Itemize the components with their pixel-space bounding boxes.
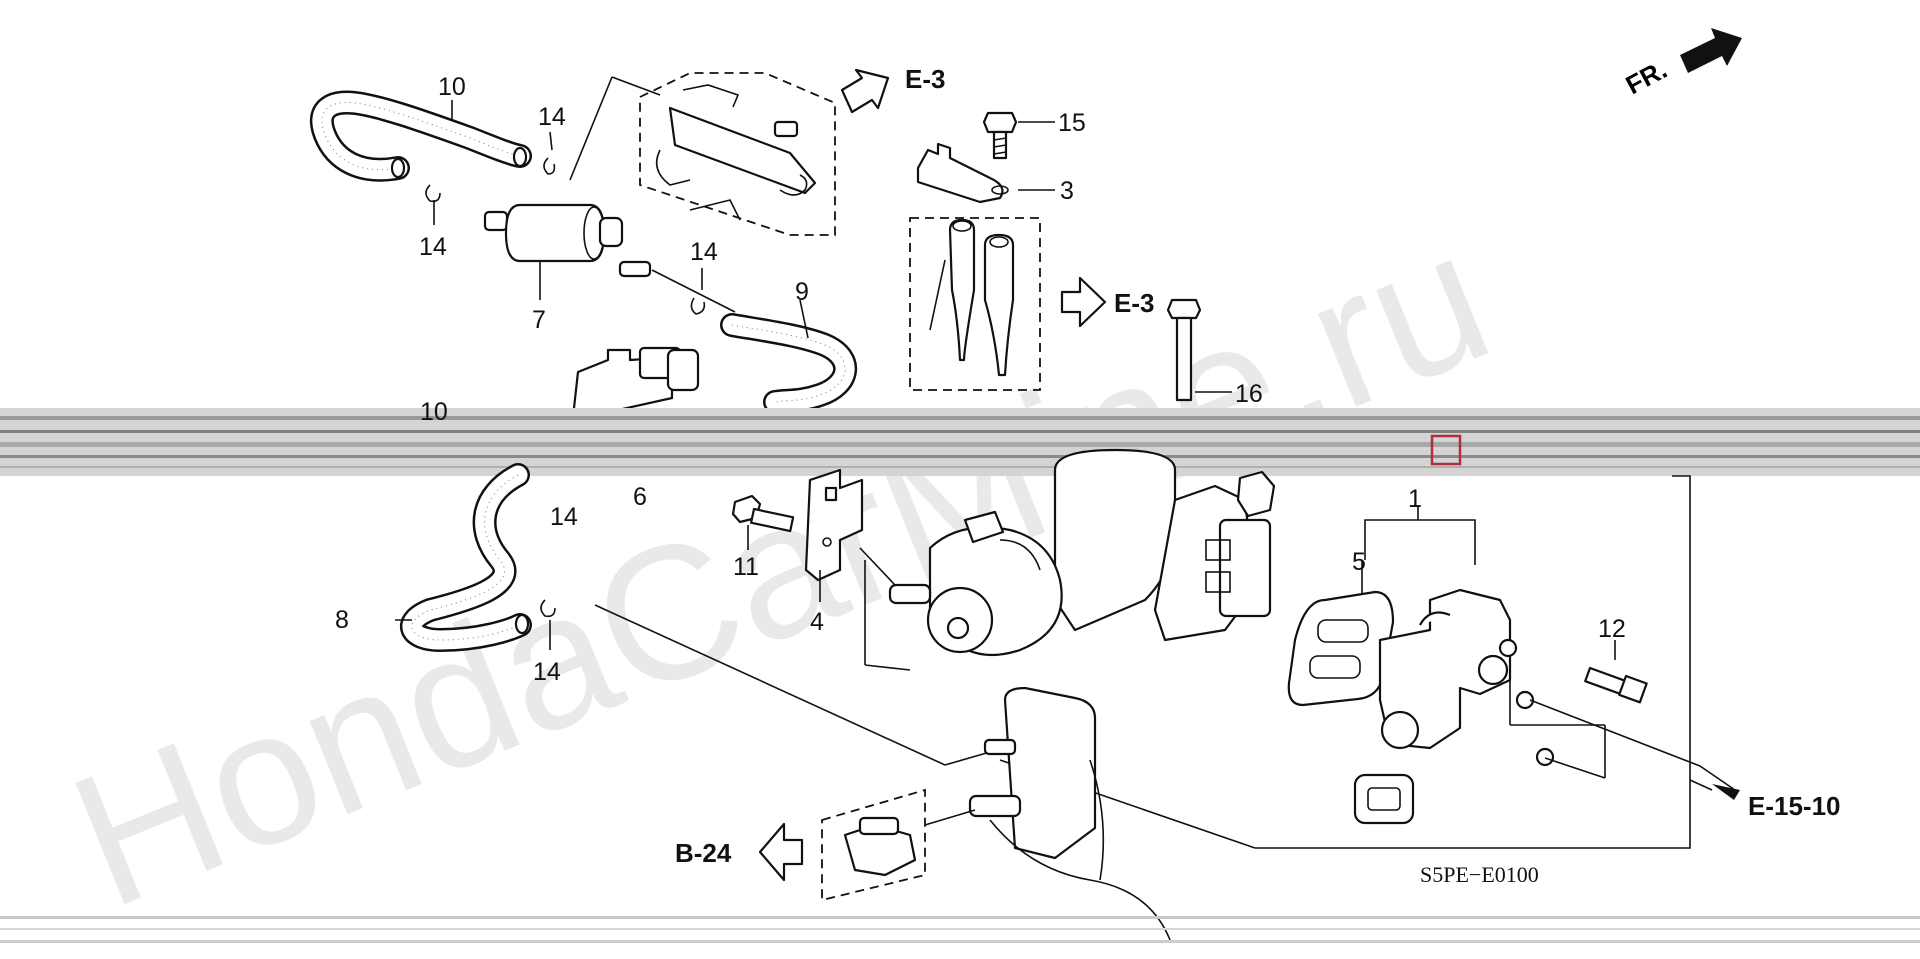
bottom-noise: [0, 916, 1920, 943]
connector-part: [572, 346, 700, 420]
callout-bracket-1: [1275, 475, 1713, 849]
arrow-to-e3-top: E-3: [840, 64, 945, 114]
label-14b: 14: [419, 233, 447, 261]
bracket-3: [916, 142, 1055, 204]
scan-noise-band: [0, 408, 1920, 476]
label-11b: 11: [733, 553, 759, 581]
arrow-to-e3-mid: E-3: [1060, 276, 1154, 328]
label-5: 5: [1352, 548, 1366, 576]
label-8: 8: [335, 606, 349, 634]
label-14c: 14: [690, 238, 718, 266]
hose-8: [395, 463, 532, 653]
gasket-5: [1287, 560, 1395, 707]
throttle-body: [859, 448, 1276, 671]
label-11a: 10: [420, 398, 448, 426]
purge-filter-7: [483, 203, 652, 300]
label-1: 1: [1408, 485, 1422, 513]
label-6: 6: [633, 483, 647, 511]
diagram-code: S5PE−E0100: [1420, 862, 1539, 887]
label-10: 10: [438, 73, 466, 101]
hose-clamp-14a: [543, 131, 556, 175]
bolt-12: [1584, 640, 1648, 704]
label-16: 16: [1235, 380, 1263, 408]
label-12: 12: [1598, 615, 1626, 643]
ref-b24: B-24: [675, 838, 732, 868]
fuel-rail-detail-box: [569, 72, 836, 236]
front-arrow-icon: [1680, 28, 1742, 73]
hose-9: [720, 299, 857, 414]
bracket-4: [804, 468, 864, 602]
bolt-16: [1166, 298, 1232, 402]
bolt-15: [982, 111, 1055, 160]
label-7: 7: [532, 306, 546, 334]
hose-clamp-14e: [540, 599, 556, 650]
b24-detail-box: [821, 788, 976, 902]
label-4: 4: [810, 608, 824, 636]
label-14e: 14: [533, 658, 561, 686]
label-3: 3: [1060, 177, 1074, 205]
label-14d: 14: [550, 503, 578, 531]
bolt-11-lower: [731, 494, 795, 550]
hose-10: [309, 90, 532, 182]
hose-clamp-14b: [425, 184, 441, 225]
front-direction-indicator: FR.: [1621, 28, 1742, 100]
idle-air-control-valve-1: [1353, 588, 1701, 825]
injector-detail-box: [909, 217, 1041, 391]
ref-e3-top: E-3: [905, 64, 945, 94]
arrow-to-e1510: E-15-10: [1699, 765, 1841, 821]
marker-square: [1430, 434, 1462, 466]
part-labels: 10 14 14 7 14 9 15 3 16 10 14 6 11 4 8 1…: [335, 73, 1626, 686]
engine-mount-lower: [968, 686, 1171, 941]
label-9: 9: [795, 278, 809, 306]
ref-e1510: E-15-10: [1748, 791, 1841, 821]
label-14a: 14: [538, 103, 566, 131]
label-15: 15: [1058, 109, 1086, 137]
ref-e3-mid: E-3: [1114, 288, 1154, 318]
front-label: FR.: [1621, 54, 1672, 100]
arrow-to-b24: B-24: [675, 822, 804, 882]
hose-clamp-14c: [651, 268, 736, 315]
